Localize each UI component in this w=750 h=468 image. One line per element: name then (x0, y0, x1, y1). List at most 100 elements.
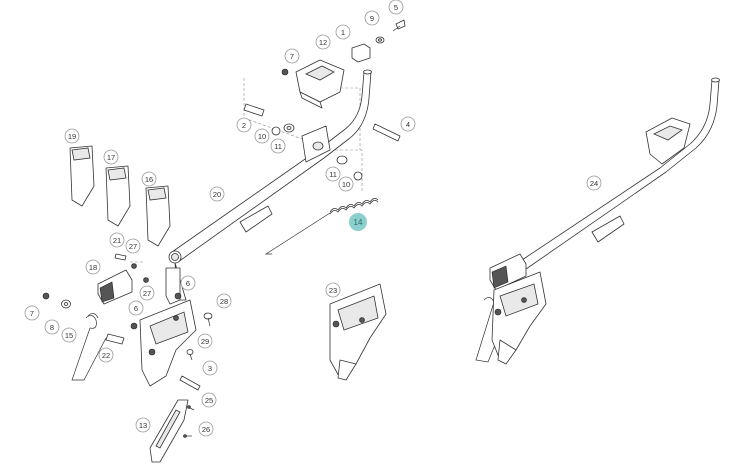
clip-part-1 (351, 43, 371, 63)
callout-number: 21 (113, 236, 121, 245)
callout-circle (325, 282, 341, 298)
callout-c28: 28 (216, 293, 232, 309)
callout-c25: 25 (201, 392, 217, 408)
callout-c13: 13 (135, 417, 151, 433)
callout-c10b: 10 (338, 176, 354, 192)
callout-number: 2 (242, 121, 246, 130)
bolt-part-29 (186, 349, 194, 361)
callout-circle (85, 259, 101, 275)
callout-c21: 21 (109, 232, 125, 248)
callout-c14: 14 (349, 213, 367, 231)
callout-circle (197, 333, 213, 349)
callout-circle (236, 117, 252, 133)
callout-number: 13 (139, 421, 147, 430)
bushing-part-11-left (283, 123, 295, 133)
callout-c4: 4 (400, 116, 416, 132)
screw-part-26 (183, 434, 192, 438)
callout-c6b: 6 (128, 300, 144, 316)
callout-number: 7 (30, 309, 34, 318)
callout-circle (64, 128, 80, 144)
nut-part-6-left (174, 292, 182, 300)
pin-part-4 (372, 123, 401, 142)
callout-number: 14 (354, 218, 363, 227)
callout-c20: 20 (209, 186, 225, 202)
callout-number: 18 (89, 263, 97, 272)
bolt-part-3 (179, 375, 201, 391)
callout-number: 20 (213, 190, 221, 199)
callout-circle (388, 0, 404, 15)
callout-number: 11 (329, 170, 337, 179)
callout-c26: 26 (198, 421, 214, 437)
spring-part-15 (71, 313, 107, 381)
callout-number: 28 (220, 297, 228, 306)
callout-c22: 22 (98, 347, 114, 363)
callout-number: 23 (329, 286, 337, 295)
callout-circle (103, 149, 119, 165)
callout-number: 1 (341, 28, 345, 37)
callout-number: 15 (65, 331, 73, 340)
callout-number: 19 (68, 132, 76, 141)
callout-number: 17 (107, 153, 115, 162)
callout-circle (180, 275, 196, 291)
callout-number: 27 (143, 289, 151, 298)
callout-c11a: 11 (270, 138, 286, 154)
callout-circle (109, 232, 125, 248)
nut-part-27-a (131, 263, 137, 269)
callout-number: 27 (129, 242, 137, 251)
callout-c3: 3 (202, 360, 218, 376)
callout-number: 5 (394, 3, 398, 12)
nut-part-6-lower (130, 322, 138, 330)
spring-part-14 (264, 198, 379, 255)
callout-number: 22 (102, 351, 110, 360)
nut-part-27-b (143, 277, 149, 283)
callout-labels: 1234566778910101111121314151617181920212… (24, 0, 602, 437)
pin-part-2 (243, 103, 265, 117)
callout-circle (270, 138, 286, 154)
nut-part-7-top (281, 68, 289, 76)
callout-c15: 15 (61, 327, 77, 343)
callout-c23: 23 (325, 282, 341, 298)
shank-holder-part-16 (145, 185, 171, 247)
callout-number: 7 (290, 52, 294, 61)
callout-number: 4 (406, 120, 410, 129)
washer-part-8 (61, 299, 71, 309)
callout-number: 3 (208, 364, 212, 373)
callout-c19: 19 (64, 128, 80, 144)
nut-part-7-left (42, 292, 50, 300)
callout-circle (586, 175, 602, 191)
callout-c27b: 27 (139, 285, 155, 301)
callout-circle (325, 166, 341, 182)
callout-circle (209, 186, 225, 202)
callout-c1: 1 (335, 24, 351, 40)
callout-c9: 9 (364, 10, 380, 26)
callout-c7b: 7 (24, 305, 40, 321)
callout-c10a: 10 (254, 128, 270, 144)
screw-part-25 (187, 405, 195, 411)
bolt-part-5 (392, 19, 406, 32)
callout-circle (128, 300, 144, 316)
callout-circle (125, 238, 141, 254)
callout-circle (202, 360, 218, 376)
callout-circle (139, 285, 155, 301)
complete-assembly-part-24 (475, 77, 720, 365)
callout-circle (98, 347, 114, 363)
callout-c18: 18 (85, 259, 101, 275)
callout-c7a: 7 (284, 48, 300, 64)
pin-part-22 (105, 333, 125, 345)
callout-number: 29 (201, 337, 209, 346)
callout-circle (216, 293, 232, 309)
callout-number: 24 (590, 179, 598, 188)
callout-c8: 8 (44, 319, 60, 335)
callout-number: 6 (134, 304, 138, 313)
bracket-part-12 (295, 59, 345, 109)
callout-circle (198, 421, 214, 437)
callout-circle (135, 417, 151, 433)
shoe-part-13 (149, 399, 189, 463)
coulter-frame-left (139, 299, 197, 387)
callout-circle (201, 392, 217, 408)
callout-number: 25 (205, 396, 213, 405)
callout-circle (44, 319, 60, 335)
callout-circle (254, 128, 270, 144)
clamp-part-18 (97, 269, 133, 305)
